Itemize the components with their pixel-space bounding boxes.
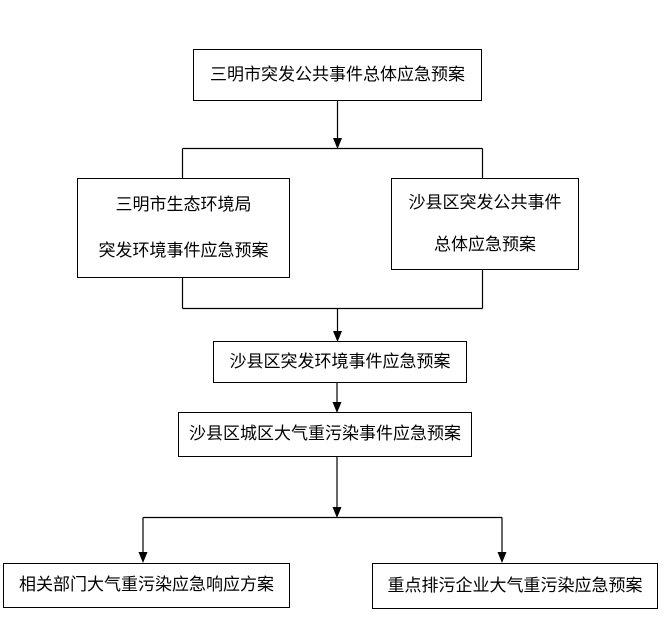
arrowhead-top [333,138,342,149]
node-label-line2: 总体应急预案 [434,234,536,255]
node-label: 相关部门大气重污染应急响应方案 [19,575,274,596]
node-label: 沙县区城区大气重污染事件应急预案 [189,424,461,445]
node-label: 三明市突发公共事件总体应急预案 [210,64,465,85]
node-key-polluters-plan: 重点排污企业大气重污染应急预案 [372,563,658,609]
node-label-line2: 突发环境事件应急预案 [98,241,269,261]
node-sanming-eco-env-bureau-plan: 三明市生态环境局 突发环境事件应急预案 [77,178,290,278]
arrowhead-bottom-right [497,552,507,563]
node-shaxian-env-incident-plan: 沙县区突发环境事件应急预案 [213,341,467,383]
node-departments-response-scheme: 相关部门大气重污染应急响应方案 [3,563,290,608]
node-label-line1: 三明市生态环境局 [115,194,252,215]
node-label-line1: 沙县区突发公共事件 [408,193,562,214]
arrowhead-bottom-center [332,507,342,518]
node-label: 重点排污企业大气重污染应急预案 [387,575,643,596]
node-shaxian-urban-air-pollution-plan: 沙县区城区大气重污染事件应急预案 [178,412,472,457]
node-shaxian-overall-emergency-plan: 沙县区突发公共事件 总体应急预案 [391,178,579,270]
node-label: 沙县区突发环境事件应急预案 [229,351,451,372]
arrowhead-bottom-left [138,552,148,563]
arrowhead-collect [333,331,342,342]
node-sanming-overall-emergency-plan: 三明市突发公共事件总体应急预案 [193,49,482,101]
arrowhead-mid [332,402,342,413]
